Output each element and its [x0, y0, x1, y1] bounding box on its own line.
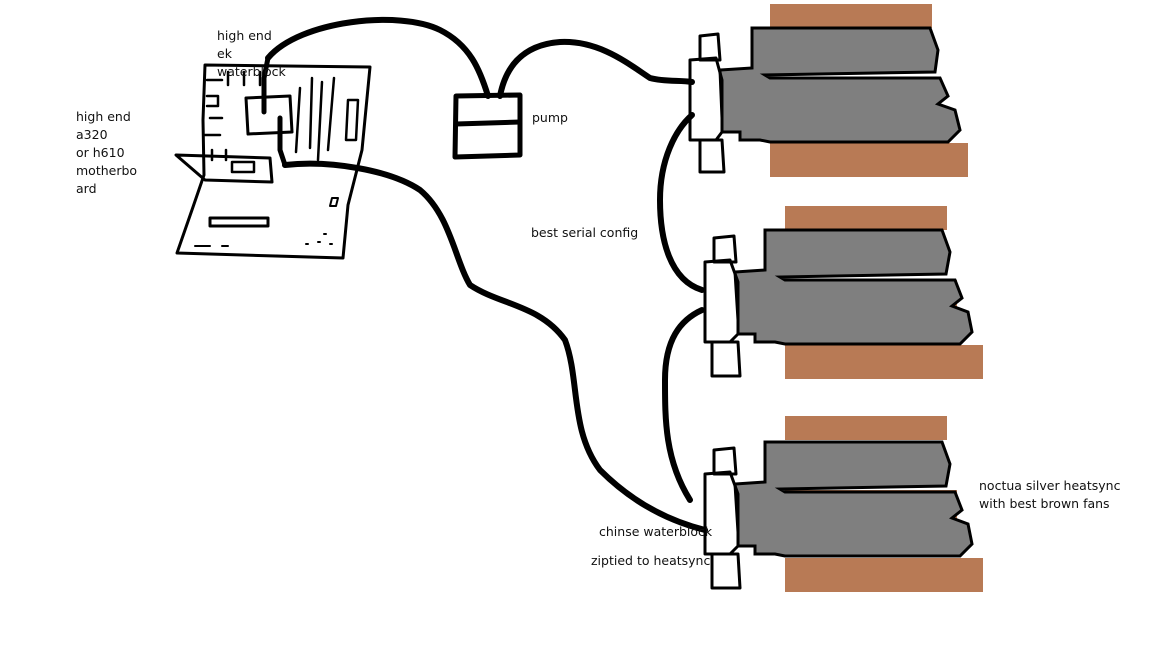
fan-2-bottom [785, 345, 983, 379]
waterblock-2 [703, 258, 740, 344]
pump [452, 92, 523, 160]
fan-1-bottom [770, 143, 968, 177]
heatsink-2 [733, 228, 974, 346]
ziptie-label: ziptied to heatsync [591, 553, 711, 568]
heatsink-3 [733, 440, 974, 558]
waterblock-ek-label: high end ek waterblock [217, 28, 286, 79]
heatsink-unit-3 [703, 416, 983, 592]
fan-2-top [785, 206, 947, 230]
waterblock-1 [688, 56, 724, 142]
noctua-heatsink-label: noctua silver heatsync with best brown f… [979, 478, 1121, 511]
fan-3-top [785, 416, 947, 440]
pump-label: pump [532, 110, 568, 125]
heatsink-1 [718, 26, 962, 144]
chinese-waterblock-label: chinse waterblock [599, 524, 713, 539]
motherboard [174, 55, 372, 260]
tubing [265, 16, 708, 533]
heatsink-unit-2 [703, 206, 983, 379]
fan-1-top [770, 4, 932, 28]
fan-3-bottom [785, 558, 983, 592]
heatsink-unit-1 [688, 4, 968, 177]
waterblock-3 [703, 470, 740, 556]
motherboard-label: high end a320 or h610 motherbo ard [76, 109, 138, 196]
serial-config-label: best serial config [531, 225, 639, 240]
